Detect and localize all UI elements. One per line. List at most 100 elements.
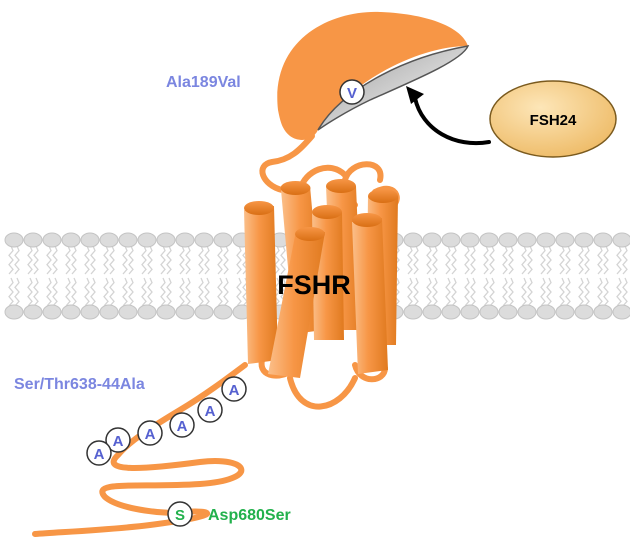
residue-circle [137,420,163,446]
lipid-head [441,304,461,320]
lipid-tail [274,245,280,275]
lipid-tail [71,245,77,275]
lipid-head [4,304,24,320]
transmembrane-helices [244,179,398,378]
residue-letter: A [94,446,105,463]
lipid-tail [451,277,457,307]
curved-arrow-icon [406,86,491,146]
lipid-head [23,232,43,248]
lipid-tail [407,277,413,307]
lipid-tail [578,277,584,307]
lipid-head [4,232,24,248]
residue-circle [197,397,223,423]
lipid-tail [559,245,565,275]
lipid-tail [584,277,590,307]
lipid-tail [464,277,470,307]
lipid-head [612,232,630,248]
lipid-tail [90,245,96,275]
lipid-tail [464,245,470,275]
lipid-tail [546,277,552,307]
lipid-head [118,304,138,320]
helix [268,227,325,378]
lipid-tail [14,277,20,307]
lipid-tail [27,245,33,275]
lipid-tail [223,277,229,307]
lipid-tail [103,277,109,307]
lipid-tail [413,245,419,275]
lipid-tail [128,277,134,307]
lipid-head [479,232,499,248]
lipid-head [61,232,81,248]
lipid-tail [103,245,109,275]
ctail-variant-label: Ser/Thr638-44Ala [14,376,145,393]
lipid-head [213,304,233,320]
lipid-head [194,232,214,248]
helix [352,213,388,374]
lipid-tail [565,245,571,275]
lipid-head [498,304,518,320]
lipid-tail [52,245,58,275]
lipid-tail [616,245,622,275]
lipid-tail [432,245,438,275]
helix [244,201,278,364]
ecd-variant-residue: V [347,85,357,102]
lipid-head [42,304,62,320]
lipid-tail [483,245,489,275]
ctail2-variant-residue: S [175,507,185,524]
lipid-tail [274,277,280,307]
lipid-tail [280,245,286,275]
lipid-tail [185,245,191,275]
lipid-tail [128,245,134,275]
lipid-head [156,304,176,320]
lipid-tail [470,277,476,307]
lipid-head [574,304,594,320]
lipid-tail [204,277,210,307]
lipid-tail [540,277,546,307]
lipid-tail [565,277,571,307]
lipid-tail [217,277,223,307]
residue-letter: A [229,382,240,399]
lipid-tail [559,277,565,307]
lipid-tail [46,245,52,275]
lipid-tail [521,245,527,275]
lipid-tail [540,245,546,275]
lipid-tail [508,245,514,275]
lipid-head [403,232,423,248]
lipid-tail [147,277,153,307]
lipid-tail [84,245,90,275]
residue-circle [86,440,112,466]
lipid-tail [603,245,609,275]
ecd-variant-label: Ala189Val [166,74,241,91]
lipid-tail [147,245,153,275]
lipid-tail [204,245,210,275]
lipid-tail [451,245,457,275]
lipid-tail [236,277,242,307]
lipid-tail [603,277,609,307]
residue-letter: A [145,426,156,443]
lipid-tail [122,277,128,307]
lipid-head [555,304,575,320]
lipid-tail [521,277,527,307]
lipid-tail [185,277,191,307]
extracellular-domain [277,11,470,140]
lipid-head [593,304,613,320]
lipid-tail [198,277,204,307]
residue-circle [221,376,247,402]
lipid-tail [27,277,33,307]
lipid-head [517,304,537,320]
lipid-head [156,232,176,248]
lipid-head [99,304,119,320]
lipid-tail [236,245,242,275]
lipid-tail [508,277,514,307]
lipid-tail [141,277,147,307]
lipid-tail [394,245,400,275]
lipid-head [42,232,62,248]
lipid-head [460,232,480,248]
residue-letter: A [177,418,188,435]
residue-circle [169,412,195,438]
lipid-tail [584,245,590,275]
lipid-head [175,232,195,248]
lipid-tail [445,245,451,275]
ligand-label: FSH24 [530,112,577,129]
